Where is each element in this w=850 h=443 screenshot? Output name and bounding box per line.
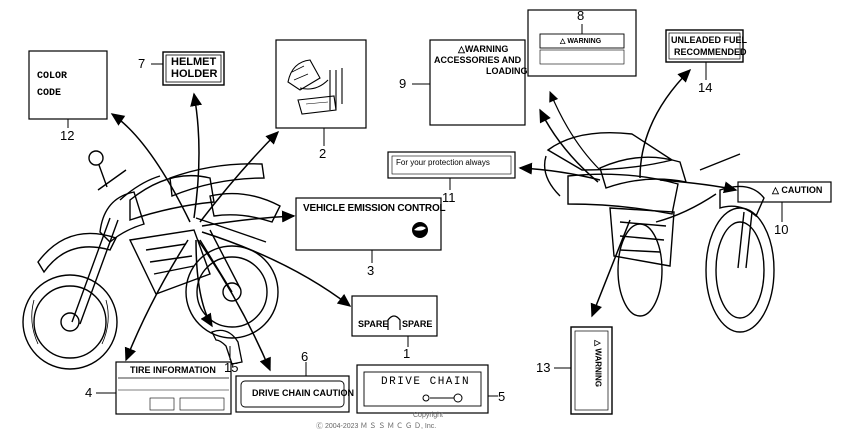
helmet-holder-text-line2: HOLDER	[171, 68, 218, 80]
reflector-strip	[211, 329, 243, 365]
helmet-holder-text-line1: HELMET	[171, 56, 217, 68]
helmet-holder-label-frame	[162, 51, 225, 86]
tire-information-text: TIRE INFORMATION	[130, 365, 216, 375]
color-code-text-line1: COLOR	[37, 71, 68, 82]
warning-accessories-line2: ACCESSORIES AND	[434, 55, 522, 65]
unleaded-fuel-line2: RECOMMENDED	[674, 47, 747, 57]
callout-5: 5	[498, 389, 506, 404]
tire-info-label-frame	[115, 361, 232, 415]
pointer-arrows	[110, 68, 738, 372]
copyright-line2: Ⓒ 2004-2023 Ｍ Ｓ Ｓ Ｍ Ｃ Ｇ Ｄ, Inc.	[316, 423, 437, 430]
callout-10: 10	[774, 222, 789, 237]
drive-chain-text: DRIVE CHAIN	[381, 376, 471, 388]
callout-4: 4	[85, 385, 93, 400]
protection-label-frame	[387, 151, 516, 179]
warning-small-label-frame	[527, 9, 637, 77]
warning-accessories-label-frame	[429, 39, 526, 126]
vehicle-emission-text: VEHICLE EMISSION CONTROL	[303, 203, 446, 214]
right-motorcycle-illustration	[543, 132, 775, 333]
leader-lines	[67, 24, 783, 397]
callout-6: 6	[301, 349, 309, 364]
callout-15: 15	[224, 360, 239, 375]
part-2-drawing	[287, 59, 343, 115]
callout-8: 8	[577, 8, 585, 23]
left-motorcycle-illustration	[22, 150, 281, 370]
warning-accessories-line3: LOADING	[486, 66, 528, 76]
warning-accessories-line1: △WARNING	[458, 44, 509, 54]
color-code-label-frame	[28, 50, 108, 120]
unleaded-fuel-line1: UNLEADED FUEL	[671, 35, 747, 45]
drive-chain-label-frame	[356, 364, 489, 414]
vehicle-emission-label-frame	[295, 197, 442, 251]
callout-2: 2	[319, 146, 327, 161]
copyright-line1: Copyright	[413, 412, 443, 419]
warning-vertical-text: △ WARNING	[593, 339, 603, 388]
callout-7: 7	[138, 56, 146, 71]
protection-text: For your protection always	[396, 158, 490, 167]
unleaded-fuel-label-frame	[665, 29, 744, 63]
caution-label-frame	[737, 181, 832, 203]
color-code-text-line2: CODE	[37, 88, 62, 99]
warning-small-text: △ WARNING	[560, 38, 602, 45]
caution-text: △ CAUTION	[772, 185, 823, 195]
warning-vertical-label-frame	[570, 326, 613, 415]
callout-11: 11	[442, 190, 456, 205]
callout-3: 3	[367, 263, 375, 278]
part-2-frame	[275, 39, 367, 129]
callout-14: 14	[698, 80, 713, 95]
spare-label-frame	[351, 295, 438, 337]
callout-1: 1	[403, 346, 411, 361]
drive-chain-caution-text: DRIVE CHAIN CAUTION	[252, 388, 355, 398]
callout-12: 12	[60, 128, 75, 143]
wrench-icon	[422, 393, 463, 403]
drive-chain-caution-label-frame	[235, 375, 350, 413]
callout-13: 13	[536, 360, 551, 375]
spare-right-text: SPARE	[402, 319, 433, 329]
callout-9: 9	[399, 76, 407, 91]
spare-left-text: SPARE	[358, 319, 389, 329]
